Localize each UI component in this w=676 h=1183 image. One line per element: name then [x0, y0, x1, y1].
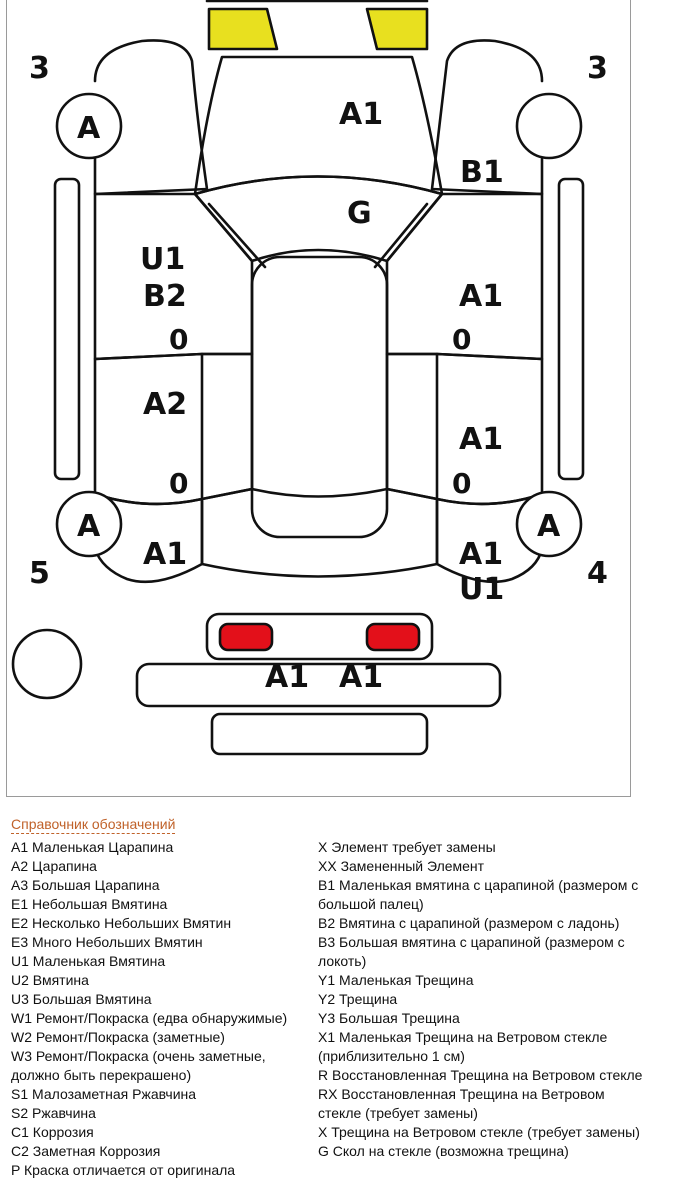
legend-item: C2 Заметная Коррозия: [11, 1143, 161, 1159]
left-rear-door-mark: A2: [143, 387, 187, 422]
left-rear-wheel-mark: A: [77, 509, 101, 544]
legend-item: S1 Малозаметная Ржавчина: [11, 1086, 197, 1102]
legend-item: B1 Маленькая вмятина с царапиной (размер…: [318, 877, 639, 912]
a-pillars: [207, 202, 429, 269]
right-rear-number: 4: [587, 556, 608, 591]
rear-windshield: [200, 487, 439, 578]
right-front-wheel: [515, 92, 583, 160]
legend-item: A3 Большая Царапина: [11, 877, 160, 893]
right-rear-door-extra: 0: [452, 467, 471, 500]
legend-item: U3 Большая Вмятина: [11, 991, 152, 1007]
legend-item: X Трещина на Ветровом стекле (требует за…: [318, 1124, 640, 1140]
license-plate-area: [210, 712, 429, 756]
left-front-door-mark-2: B2: [143, 279, 187, 314]
rear-bumper-left-mark: A1: [265, 660, 309, 695]
right-rear-wheel-mark: A: [537, 509, 561, 544]
legend-item: E1 Небольшая Вмятина: [11, 896, 168, 912]
legend-item: C1 Коррозия: [11, 1124, 94, 1140]
legend-item: W3 Ремонт/Покраска (очень заметные, долж…: [11, 1048, 266, 1083]
left-rear-fender: [93, 492, 204, 584]
left-front-number: 3: [29, 51, 50, 86]
left-front-door-mark-1: U1: [140, 242, 185, 277]
legend-item: U2 Вмятина: [11, 972, 89, 988]
legend-item: E3 Много Небольших Вмятин: [11, 934, 203, 950]
hood-panel: [193, 55, 444, 196]
legend-item: B3 Большая вмятина с царапиной (размером…: [318, 934, 625, 969]
right-rear-fender-mark-1: A1: [459, 537, 503, 572]
roof-panel: [250, 255, 389, 539]
legend-item: XX Замененный Элемент: [318, 858, 485, 874]
left-rear-number: 5: [29, 556, 50, 591]
rear-bumper-right-mark: A1: [339, 660, 383, 695]
legend-item: A2 Царапина: [11, 858, 97, 874]
legend-item: A1 Маленькая Царапина: [11, 839, 174, 855]
right-headlight: [365, 7, 429, 51]
right-side-sill: [557, 177, 585, 481]
left-side-sill: [53, 177, 81, 481]
legend-left-column: A1 Маленькая Царапина A2 Царапина A3 Больш…: [11, 838, 316, 1180]
left-front-fender: [93, 39, 209, 196]
right-rear-fender-mark-2: U1: [459, 572, 504, 607]
spare-wheel: [11, 628, 83, 700]
legend-item: Y2 Трещина: [318, 991, 398, 1007]
legend-right-column: X Элемент требует замены XX Замененный Эл…: [318, 838, 648, 1161]
windshield-mark: G: [347, 196, 372, 231]
right-front-door-mark: A1: [459, 279, 503, 314]
left-taillight: [218, 622, 274, 652]
legend-item: W2 Ремонт/Покраска (заметные): [11, 1029, 225, 1045]
legend-item: B2 Вмятина с царапиной (размером с ладон…: [318, 915, 620, 931]
legend-item: S2 Ржавчина: [11, 1105, 96, 1121]
right-taillight: [365, 622, 421, 652]
right-rear-fender: [435, 492, 544, 584]
left-front-door-extra: 0: [169, 323, 188, 356]
car-diagram: 3 3 A A1 B1 G U1 B2 0 A2 0 A A1 5 A1 0 A…: [6, 0, 631, 797]
left-front-wheel-mark: A: [77, 111, 101, 146]
legend-item: X Элемент требует замены: [318, 839, 496, 855]
legend-item: Y3 Большая Трещина: [318, 1010, 460, 1026]
right-front-fender: [430, 39, 544, 196]
left-rear-door-extra: 0: [169, 467, 188, 500]
hood-mark: A1: [339, 97, 383, 132]
left-front-wheel: [55, 92, 123, 160]
legend-item: Y1 Маленькая Трещина: [318, 972, 474, 988]
legend-item: X1 Маленькая Трещина на Ветровом стекле …: [318, 1029, 608, 1064]
legend-item: G Скол на стекле (возможна трещина): [318, 1143, 569, 1159]
trunk-lid: [205, 612, 434, 661]
windshield: [193, 175, 444, 263]
left-rear-wheel: [55, 490, 123, 558]
legend-item: W1 Ремонт/Покраска (едва обнаружимые): [11, 1010, 288, 1026]
legend-item: P Краска отличается от оригинала: [11, 1162, 236, 1178]
right-rear-wheel: [515, 490, 583, 558]
legend-item: RX Восстановленная Трещина на Ветровом с…: [318, 1086, 605, 1121]
legend-title[interactable]: Справочник обозначений: [11, 816, 176, 834]
right-front-door-extra: 0: [452, 323, 471, 356]
rear-bumper: [135, 662, 502, 708]
right-fender-mark: B1: [460, 155, 504, 190]
legend-item: U1 Маленькая Вмятина: [11, 953, 166, 969]
left-headlight: [207, 7, 279, 51]
right-front-number: 3: [587, 51, 608, 86]
legend-item: E2 Несколько Небольших Вмятин: [11, 915, 232, 931]
car-outline-svg: 3 3 A A1 B1 G U1 B2 0 A2 0 A A1 5 A1 0 A…: [11, 0, 608, 756]
left-rear-fender-mark: A1: [143, 537, 187, 572]
right-rear-door-mark: A1: [459, 422, 503, 457]
legend-item: R Восстановленная Трещина на Ветровом ст…: [318, 1067, 643, 1083]
